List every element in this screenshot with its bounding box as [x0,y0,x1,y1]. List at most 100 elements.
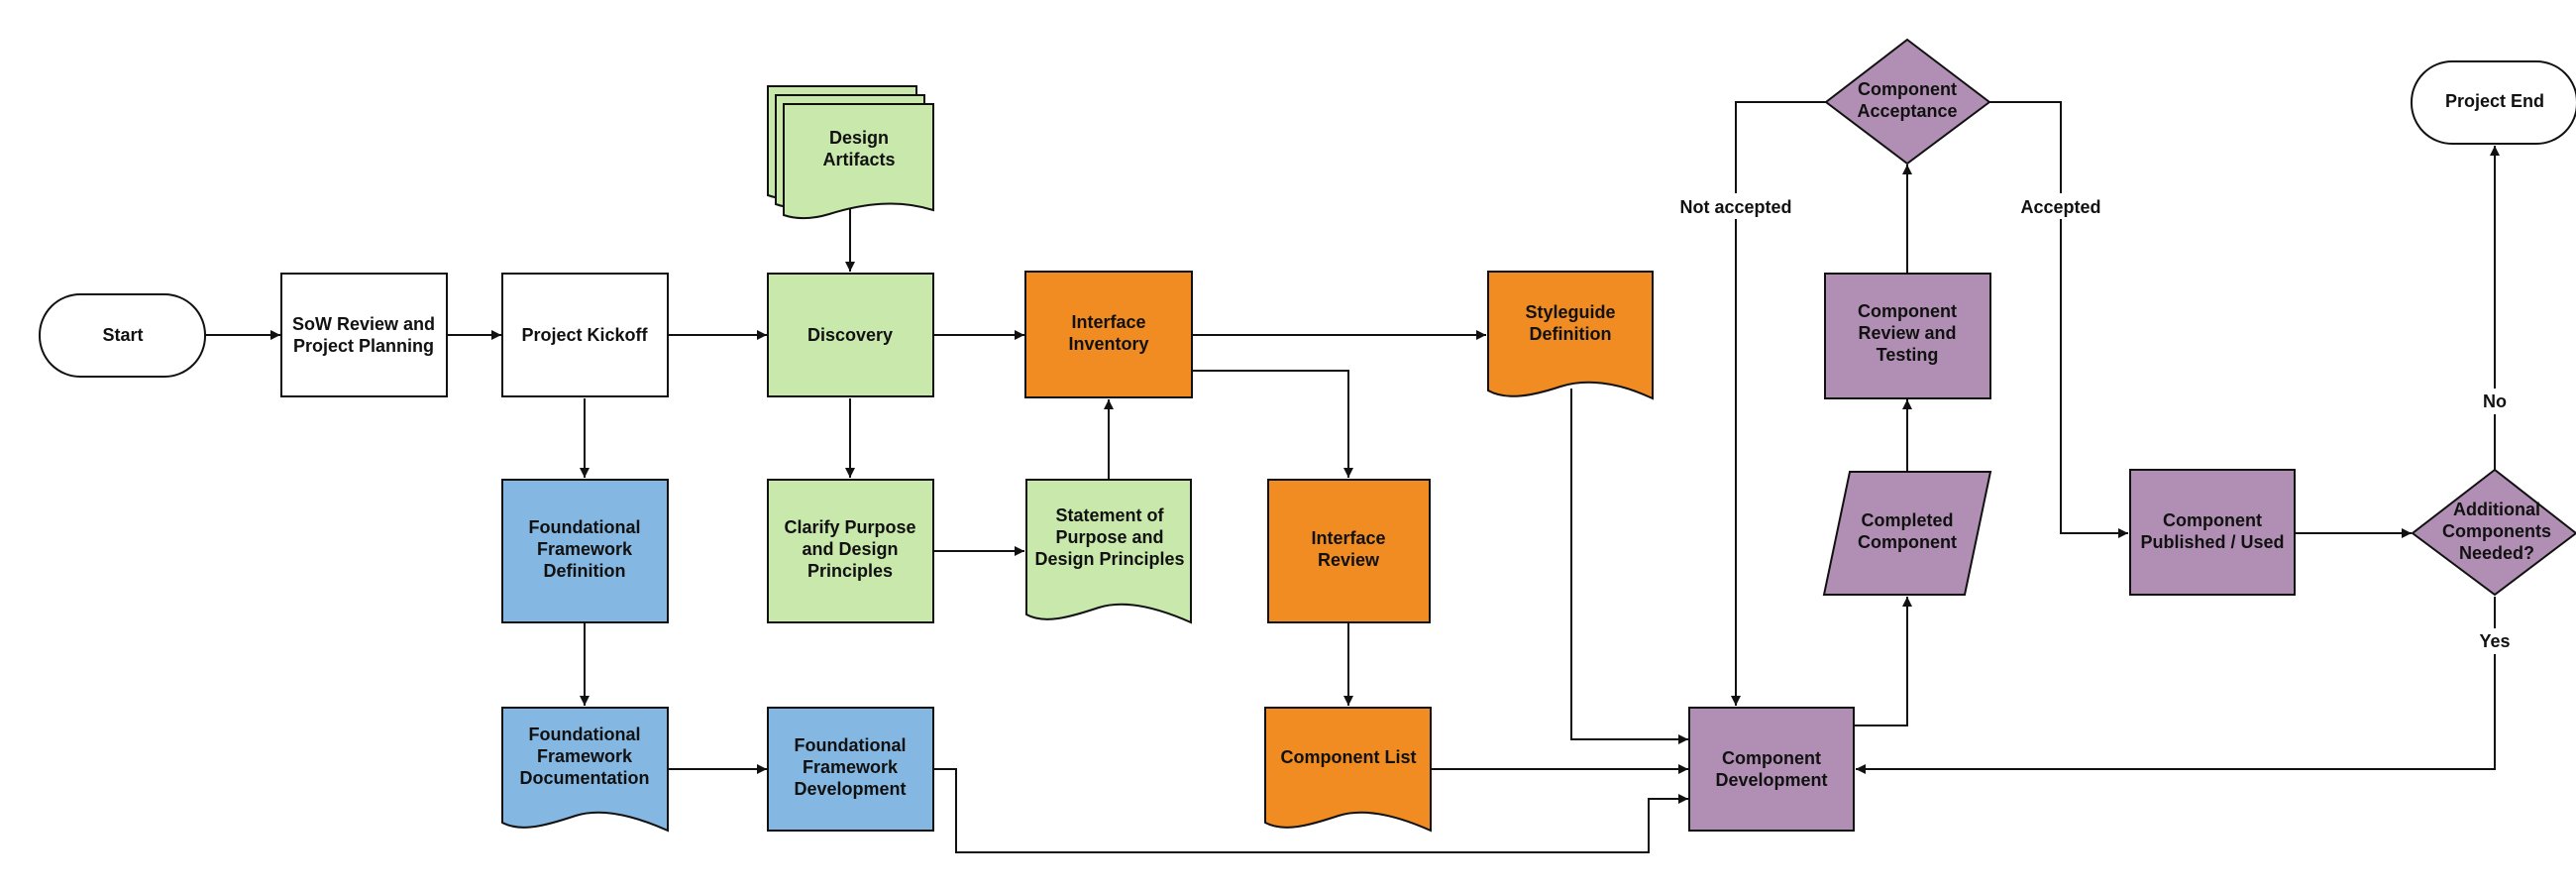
label-line: Foundational [795,735,907,755]
label-line: Development [1715,770,1827,790]
label-line: Review [1318,550,1380,570]
edge-label-not-accepted: Not accepted [1679,197,1791,217]
edge-additional-yes-to-comp-dev [1856,597,2496,774]
edge-label-bg-accepted [2015,193,2106,219]
label-line: Design Principles [1034,549,1184,569]
completed-component-data [1822,471,1992,596]
label-line: Testing [1877,345,1939,365]
label-line: Component [1858,301,1957,321]
label-line: Definition [544,561,626,581]
label-line: Clarify Purpose [784,517,915,537]
additional-components-decision [2411,468,2576,597]
sow-review-process [280,273,448,397]
label-line: Component [1858,79,1957,99]
edge-label-bg-not-accepted [1672,193,1799,219]
label-line: Project End [2445,91,2544,111]
label-line: and Design [802,539,898,559]
design-artifacts-doc-front [783,103,934,220]
label-line: Foundational [529,725,641,744]
project-end-terminal [2411,60,2576,145]
label-line: Completed [1861,510,1953,530]
label-line: Definition [1530,324,1612,344]
edge-label-accepted: Accepted [2020,197,2100,217]
component-development-process [1688,707,1855,832]
edge-acceptance-accepted [1989,101,2128,538]
label-line: Inventory [1068,334,1148,354]
label-line: Discovery [807,325,893,345]
edge-fw-dev-to-comp-dev [933,768,1688,853]
edges [205,101,2500,853]
fw-definition-process [501,479,669,623]
label-line: Acceptance [1857,101,1957,121]
styleguide-definition-doc [1487,271,1654,400]
component-list-label: Component List [1281,747,1417,767]
label-line: Needed? [2459,543,2534,563]
label-line: Framework [537,746,633,766]
label-line: Project Planning [293,336,434,356]
component-acceptance-decision [1824,38,1991,166]
interface-review-process [1267,479,1431,623]
fw-development-process [767,707,934,832]
start-label: Start [102,325,143,345]
edge-comp-dev-to-completed [1854,597,1912,726]
label-line: Foundational [529,517,641,537]
label-line: Interface [1071,312,1145,332]
component-list-doc [1264,707,1432,833]
label-line: Additional [2453,500,2540,519]
edge-label-bg-yes [2473,628,2517,654]
discovery-process [767,273,934,397]
label-line: Statement of [1055,505,1164,525]
label-line: Framework [803,757,899,777]
edge-acceptance-not-accepted [1731,101,1826,706]
project-kickoff-process [501,273,669,397]
edge-inventory-to-review [1192,370,1353,478]
label-line: Component [1858,532,1957,552]
label-line: Styleguide [1525,302,1615,322]
edge-label-yes: Yes [2479,631,2510,651]
label-line: Published / Used [2140,532,2284,552]
label-line: Component [1722,748,1821,768]
label-line: SoW Review and [292,314,435,334]
label-line: Components [2442,521,2551,541]
label-line: Development [794,779,906,799]
nodes [39,38,2576,833]
edge-label-no: No [2483,391,2507,411]
component-published-process [2129,469,2296,596]
label-line: Documentation [519,768,649,788]
label-line: Framework [537,539,633,559]
label-line: Project Kickoff [521,325,648,345]
clarify-purpose-process [767,479,934,623]
project-end-label: Project End [2445,91,2544,111]
edge-styleguide-to-comp-dev [1570,389,1688,744]
edge-label-bg-no [2477,389,2513,414]
label-line: Principles [807,561,893,581]
label-line: Start [102,325,143,345]
label-line: Component [2163,510,2262,530]
label-line: Review and [1858,323,1956,343]
fw-documentation-doc [501,707,669,833]
label-line: Artifacts [822,150,895,169]
interface-inventory-process [1024,271,1193,398]
label-line: Purpose and [1055,527,1163,547]
statement-doc [1025,479,1192,624]
label-line: Interface [1311,528,1385,548]
discovery-label: Discovery [807,325,893,345]
label-line: Design [829,128,889,148]
